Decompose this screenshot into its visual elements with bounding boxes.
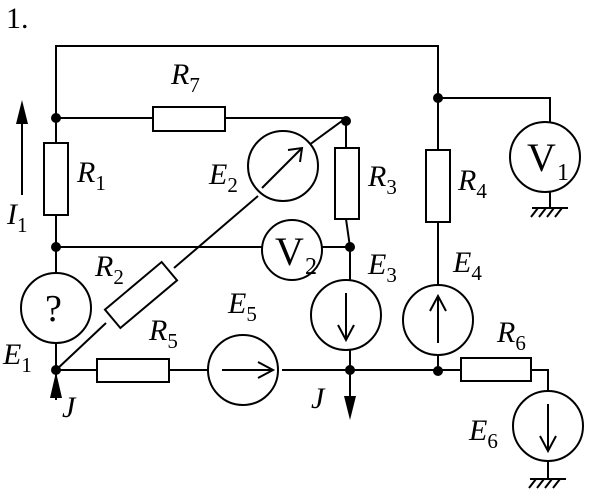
- node-mid-left: [51, 242, 61, 252]
- source-e5: [207, 334, 279, 406]
- source-e3: [310, 279, 382, 351]
- wire-r6-right: [531, 369, 549, 392]
- resistor-r6: [460, 357, 532, 382]
- wire-diag-lower: [55, 322, 107, 371]
- label-e5: E5: [227, 287, 257, 326]
- j-left-arrow-head: [50, 372, 62, 398]
- label-r4: R4: [457, 164, 487, 203]
- v1-sub: 1: [557, 160, 569, 186]
- resistor-r3: [334, 147, 360, 220]
- problem-number: 1.: [6, 2, 29, 35]
- j-mid-arrow-head: [344, 396, 356, 420]
- wire-diag-upper: [304, 117, 347, 149]
- wire-diag-mid: [173, 195, 259, 269]
- label-r6: R6: [496, 316, 526, 355]
- wire-v1: [438, 97, 551, 126]
- voltmeter-v1: V 1: [509, 121, 581, 193]
- source-e2: [247, 130, 319, 202]
- source-e4: [402, 284, 474, 356]
- resistor-r1: [43, 142, 69, 216]
- resistor-r2: [103, 260, 179, 330]
- node-bottom-left: [51, 365, 61, 375]
- ground-v1: [530, 207, 568, 218]
- voltmeter-v2: V 2: [261, 219, 323, 281]
- label-e3: E3: [367, 248, 397, 287]
- i1-arrow-head: [16, 100, 28, 124]
- label-j-mid: J: [311, 382, 326, 415]
- label-j-left: J: [62, 391, 77, 424]
- arrowheads: [16, 100, 356, 420]
- resistor-r5: [96, 358, 170, 383]
- v2-letter: V: [275, 229, 304, 274]
- v1-letter: V: [527, 135, 556, 180]
- node-v1: [433, 93, 443, 103]
- resistor-r7: [152, 106, 226, 132]
- wire-top-outer: [55, 45, 439, 150]
- node-mid-right: [345, 242, 355, 252]
- source-e6: [512, 390, 584, 462]
- node-bottom-mid: [345, 365, 355, 375]
- resistor-r4: [425, 149, 451, 223]
- label-r7: R7: [170, 58, 200, 97]
- label-e1: E1: [2, 338, 32, 377]
- label-i1: I1: [6, 198, 28, 237]
- junction-nodes: [51, 93, 443, 376]
- label-r5: R5: [148, 314, 178, 353]
- label-e4: E4: [452, 246, 482, 285]
- label-r1: R1: [76, 156, 106, 195]
- unknown-mark: ?: [45, 288, 62, 330]
- label-e6: E6: [468, 414, 498, 453]
- node-top-left: [51, 113, 61, 123]
- label-r2: R2: [94, 250, 124, 289]
- label-e2: E2: [208, 158, 238, 197]
- node-bottom-right: [433, 366, 443, 376]
- label-r3: R3: [367, 160, 397, 199]
- unknown-element-e1: ?: [20, 272, 92, 344]
- ground-e6: [528, 478, 566, 489]
- node-top-r3: [341, 116, 351, 126]
- v2-sub: 2: [305, 254, 317, 280]
